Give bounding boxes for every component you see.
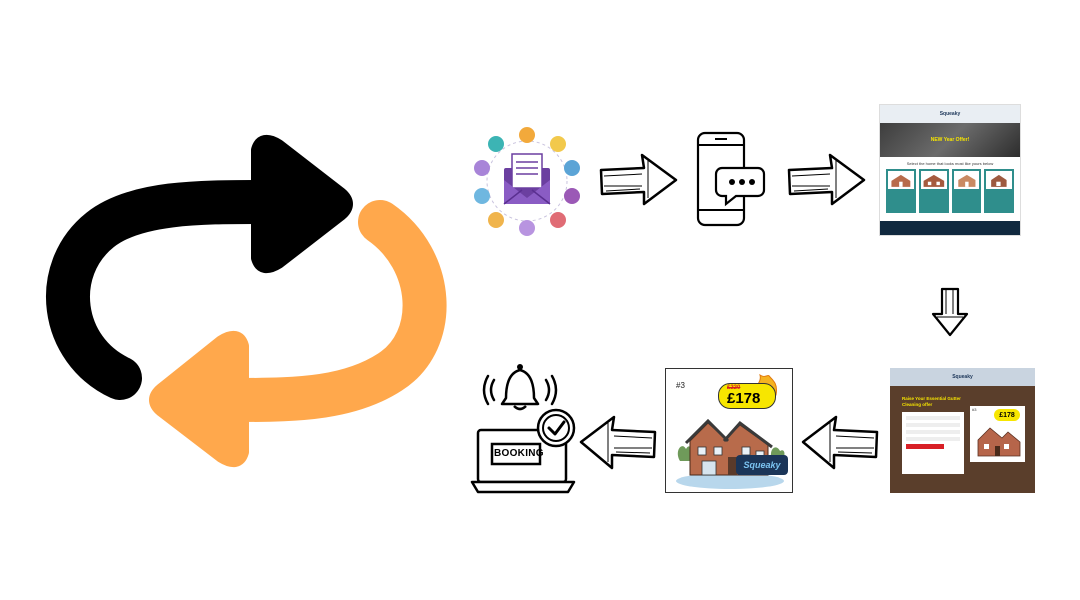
left-arrow-icon: [801, 415, 879, 470]
home-card: [886, 169, 916, 213]
cycle-orange-arc: [218, 200, 447, 422]
right-arrow-icon: [599, 153, 678, 206]
form-price-badge: £178: [994, 409, 1020, 421]
form-submit-button[interactable]: [906, 444, 944, 449]
price-badge: £220 £178: [718, 383, 776, 409]
house-illustration: [676, 418, 785, 489]
email-marketing-icon: [474, 127, 580, 236]
landing-section-title: Select the home that looks most like you…: [906, 161, 994, 166]
landing-hero: NEW Year Offer!: [880, 123, 1020, 157]
cycle-black-arrowhead: [251, 134, 353, 274]
offer-card-number: #3: [676, 381, 685, 390]
home-card: [984, 169, 1014, 213]
form-panel: [902, 412, 964, 474]
form-headline: Raise Your Essential Gutter Cleaning off…: [902, 396, 961, 407]
booking-label: BOOKING: [494, 448, 544, 459]
form-offer-card: #3 £178: [970, 406, 1025, 462]
phone-message-icon: [696, 131, 766, 227]
right-arrow-icon: [787, 153, 866, 206]
refresh-cycle-icon: [46, 134, 447, 468]
home-card: [918, 169, 949, 213]
brand-logo-text: Squeaky: [743, 460, 781, 470]
form-card-number: #3: [972, 407, 977, 412]
home-card: [951, 169, 982, 213]
landing-footer: [880, 221, 1020, 235]
down-arrow-icon: [931, 287, 969, 337]
landing-headline: NEW Year Offer!: [930, 137, 970, 143]
booking-form-thumbnail: Squeaky Raise Your Essential Gutter Clea…: [890, 368, 1035, 493]
check-icon: [536, 408, 576, 448]
landing-header: Squeaky: [880, 105, 1020, 123]
offer-card: #3 £220 £178 Squeaky: [665, 368, 793, 493]
landing-brand: Squeaky: [939, 111, 961, 117]
brand-logo: Squeaky: [736, 455, 788, 475]
landing-page-thumbnail: Squeaky NEW Year Offer! Select the home …: [880, 105, 1020, 235]
left-arrow-icon: [579, 415, 657, 470]
form-header: Squeaky: [890, 368, 1035, 386]
form-brand: Squeaky: [952, 374, 973, 380]
cycle-orange-arrowhead: [149, 330, 249, 468]
old-price: £220: [727, 385, 741, 391]
new-price: £178: [727, 390, 761, 407]
landing-home-cards: [880, 169, 1020, 213]
bell-icon: [482, 364, 558, 411]
laptop-booking-icon: BOOKING: [470, 350, 580, 495]
cycle-black-arc: [46, 180, 282, 400]
